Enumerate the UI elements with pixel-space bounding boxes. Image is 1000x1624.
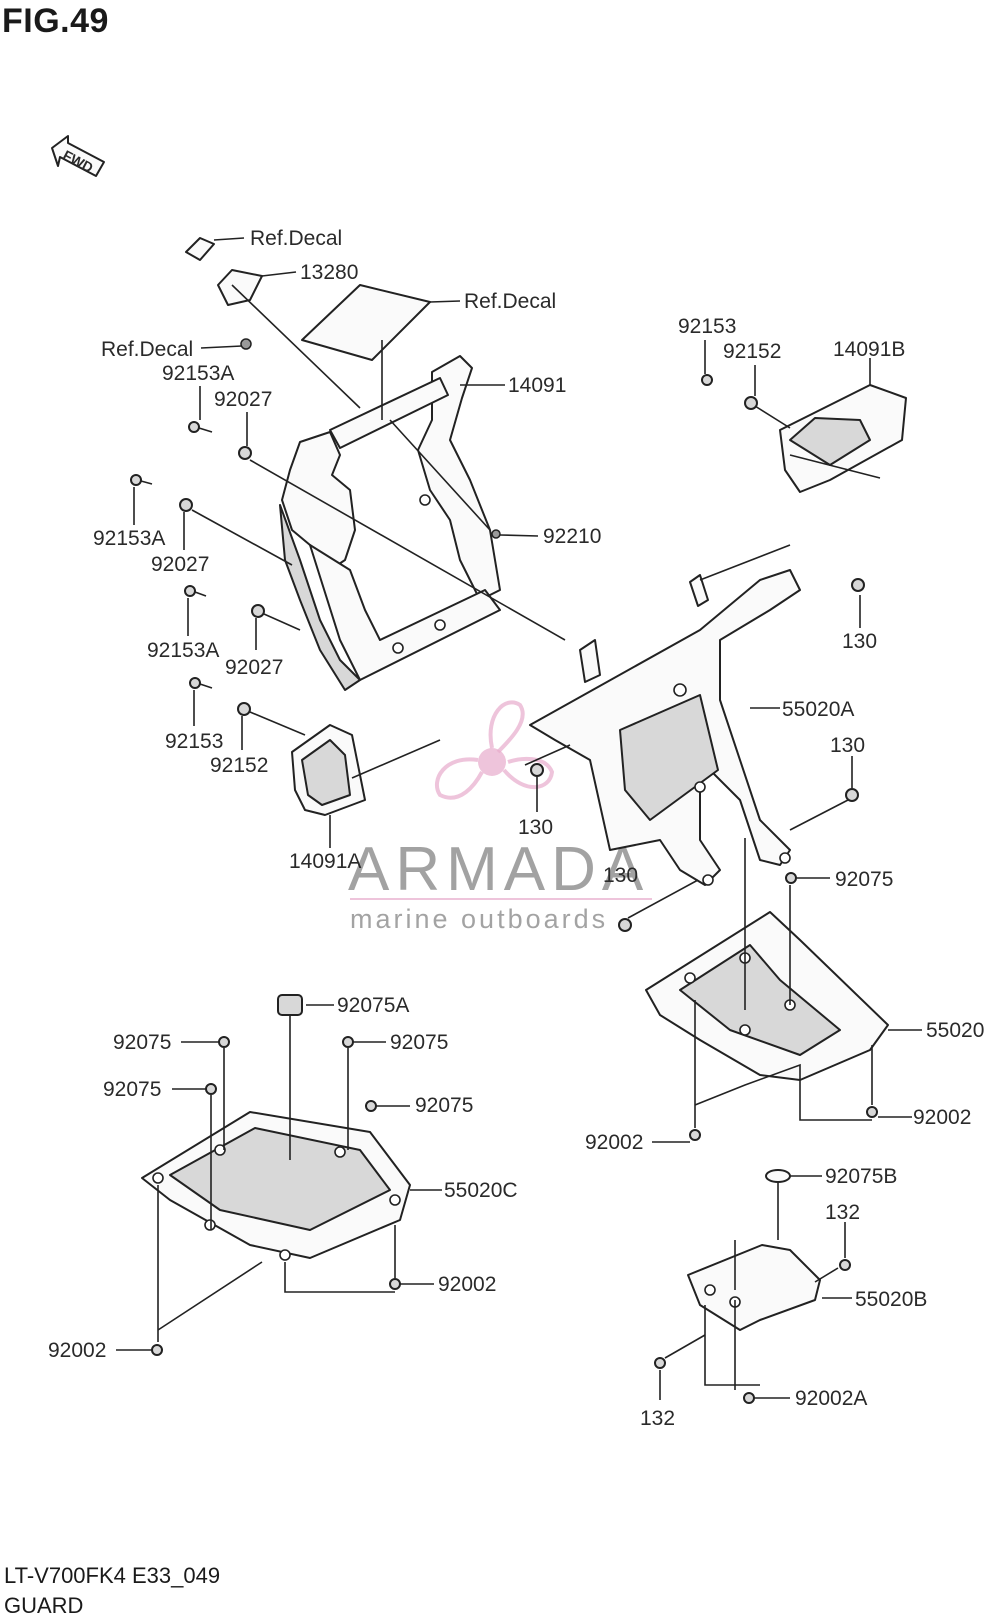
part-55020C-skid-plate xyxy=(141,994,411,1356)
label-92075-r: 92075 xyxy=(835,868,893,891)
part-55020A-frame xyxy=(529,569,865,932)
label-92002-l: 92002 xyxy=(48,1339,106,1362)
part-ref-decal-panel xyxy=(301,284,431,361)
label-ref-decal-left: Ref.Decal xyxy=(101,338,193,361)
label-92210: 92210 xyxy=(543,525,601,548)
section-name: GUARD xyxy=(4,1593,84,1618)
part-ref-decal-small xyxy=(240,338,252,350)
label-55020: 55020 xyxy=(926,1019,984,1042)
part-55020-skid-plate xyxy=(645,872,889,1141)
watermark-tagline: marine outboards xyxy=(350,904,608,934)
label-13280: 13280 xyxy=(300,261,358,284)
label-ref-decal-top: Ref.Decal xyxy=(250,227,342,250)
label-92152-bot: 92152 xyxy=(210,754,268,777)
label-92075-m2: 92075 xyxy=(415,1094,473,1117)
watermark-brand: ARMADA xyxy=(348,835,649,904)
label-92027-3: 92027 xyxy=(225,656,283,679)
model-code: LT-V700FK4 E33_049 xyxy=(4,1563,221,1588)
part-14091B-guard xyxy=(701,374,907,493)
label-92153-top: 92153 xyxy=(678,315,736,338)
label-92153A-3: 92153A xyxy=(147,639,219,662)
part-13280 xyxy=(217,269,263,306)
label-92153A-2: 92153A xyxy=(93,527,165,550)
label-130-c: 130 xyxy=(518,816,553,839)
label-130-d: 130 xyxy=(603,864,638,887)
label-14091: 14091 xyxy=(508,374,566,397)
label-92002A: 92002A xyxy=(795,1387,867,1410)
label-ref-decal-panel: Ref.Decal xyxy=(464,290,556,313)
label-55020A: 55020A xyxy=(782,698,854,721)
part-labels: Ref.Decal 13280 Ref.Decal Ref.Decal 9215… xyxy=(48,227,984,1430)
label-55020B: 55020B xyxy=(855,1288,927,1311)
leader-lines xyxy=(116,237,922,1400)
label-130-b: 130 xyxy=(830,734,865,757)
part-55020B-guard xyxy=(654,1169,851,1404)
label-132-b: 132 xyxy=(640,1407,675,1430)
label-130-a: 130 xyxy=(842,630,877,653)
label-92027-2: 92027 xyxy=(151,553,209,576)
armada-watermark: ARMADA marine outboards xyxy=(348,700,652,934)
part-14091-frame xyxy=(279,355,501,691)
label-92002-r2: 92002 xyxy=(585,1131,643,1154)
label-92075-l2: 92075 xyxy=(103,1078,161,1101)
label-92075A: 92075A xyxy=(337,994,409,1017)
fasteners-left xyxy=(130,421,501,716)
label-92075-l1: 92075 xyxy=(113,1031,171,1054)
fwd-arrow-icon: FWD xyxy=(51,135,105,177)
label-92153A-1: 92153A xyxy=(162,362,234,385)
label-92075B: 92075B xyxy=(825,1165,897,1188)
label-92075-m: 92075 xyxy=(390,1031,448,1054)
label-14091B: 14091B xyxy=(833,338,905,361)
part-ref-decal-top xyxy=(185,237,215,261)
label-92002-r1: 92002 xyxy=(913,1106,971,1129)
label-92152-top: 92152 xyxy=(723,340,781,363)
label-14091A: 14091A xyxy=(289,850,361,873)
label-92002-c: 92002 xyxy=(438,1273,496,1296)
label-132-a: 132 xyxy=(825,1201,860,1224)
label-55020C: 55020C xyxy=(444,1179,518,1202)
figure-title: FIG.49 xyxy=(2,2,109,40)
label-92153-bot: 92153 xyxy=(165,730,223,753)
part-14091A-guard xyxy=(291,724,366,816)
label-92027-1: 92027 xyxy=(214,388,272,411)
